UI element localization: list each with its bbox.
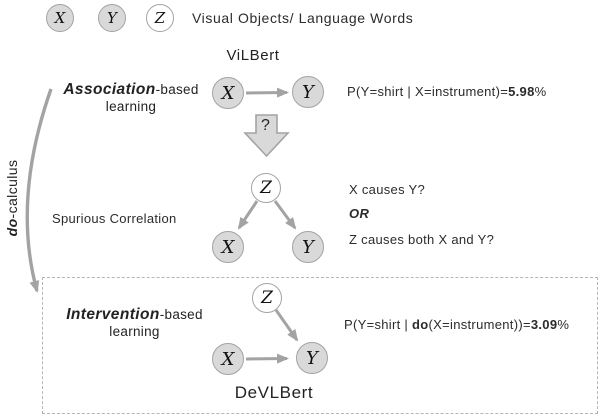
- question-block-arrow-icon: [243, 114, 290, 158]
- spurious-node-y-label: Y: [302, 236, 314, 258]
- do-calculus-rest: -calculus: [4, 159, 20, 219]
- assoc-node-y-label: Y: [302, 81, 314, 103]
- arrow-assoc-x-to-y-icon: [245, 87, 289, 98]
- spurious-label: Spurious Correlation: [52, 211, 177, 226]
- intervention-label-suffix: -based: [159, 307, 203, 322]
- association-probability: P(Y=shirt | X=instrument)=5.98%: [347, 84, 546, 99]
- assoc-prob-unit: %: [534, 84, 547, 99]
- interv-prob-unit: %: [557, 317, 570, 332]
- intervention-probability: P(Y=shirt | do(X=instrument))=3.09%: [344, 317, 569, 332]
- vilbert-title: ViLBert: [226, 47, 280, 64]
- question-mark: ?: [261, 117, 270, 134]
- intervention-node-y-label: Y: [306, 347, 318, 369]
- intervention-node-z-label: Z: [261, 288, 273, 308]
- legend-node-z-label: Z: [154, 9, 166, 27]
- spurious-node-z: Z: [251, 173, 281, 203]
- spurious-node-z-label: Z: [260, 178, 272, 198]
- arrow-intervention-x-to-y-icon: [245, 353, 289, 364]
- interv-prob-value: 3.09: [530, 317, 558, 332]
- legend-node-z: Z: [146, 4, 174, 32]
- legend-caption: Visual Objects/ Language Words: [192, 10, 414, 26]
- assoc-node-y: Y: [292, 76, 324, 108]
- spurious-node-x: X: [212, 231, 244, 263]
- intervention-node-z: Z: [252, 283, 282, 313]
- do-calculus-curved-arrow-icon: [25, 88, 53, 293]
- do-calculus-label: do-calculus: [4, 143, 22, 253]
- assoc-prob-prefix: P(Y=shirt | X=instrument)=: [347, 84, 509, 99]
- association-label-line2: learning: [105, 99, 157, 114]
- spurious-node-x-label: X: [221, 236, 235, 258]
- spurious-option-1: X causes Y?: [349, 182, 426, 197]
- assoc-node-x: X: [212, 77, 244, 109]
- legend-node-y: Y: [98, 4, 126, 32]
- spurious-option-2: Z causes both X and Y?: [349, 232, 495, 247]
- spurious-node-y: Y: [292, 231, 324, 263]
- arrow-spurious-z-to-x-icon: [237, 200, 259, 230]
- arrow-intervention-z-to-y-icon: [274, 309, 299, 342]
- interv-prob-p2: (X=instrument))=: [428, 317, 531, 332]
- assoc-node-x-label: X: [221, 82, 235, 104]
- spurious-conjunction: OR: [349, 206, 370, 221]
- intervention-node-y: Y: [296, 342, 328, 374]
- interv-prob-p1: P(Y=shirt |: [344, 317, 413, 332]
- association-label-suffix: -based: [155, 82, 199, 97]
- association-label-emph: Association: [63, 81, 156, 98]
- devlbert-title: DeVLBert: [234, 383, 314, 402]
- assoc-prob-value: 5.98: [508, 84, 535, 99]
- intervention-label-line2: learning: [109, 324, 160, 339]
- intervention-label: Intervention-based learning: [52, 306, 217, 340]
- intervention-node-x: X: [212, 343, 244, 375]
- legend-node-y-label: Y: [107, 9, 117, 27]
- do-calculus-emph: do: [4, 218, 20, 237]
- intervention-label-emph: Intervention: [66, 306, 160, 323]
- association-label: Association-based learning: [50, 81, 212, 115]
- intervention-node-x-label: X: [221, 348, 235, 370]
- legend-node-x-label: X: [54, 9, 66, 27]
- interv-prob-do: do: [412, 317, 429, 332]
- arrow-spurious-z-to-y-icon: [273, 200, 297, 230]
- legend-node-x: X: [46, 4, 74, 32]
